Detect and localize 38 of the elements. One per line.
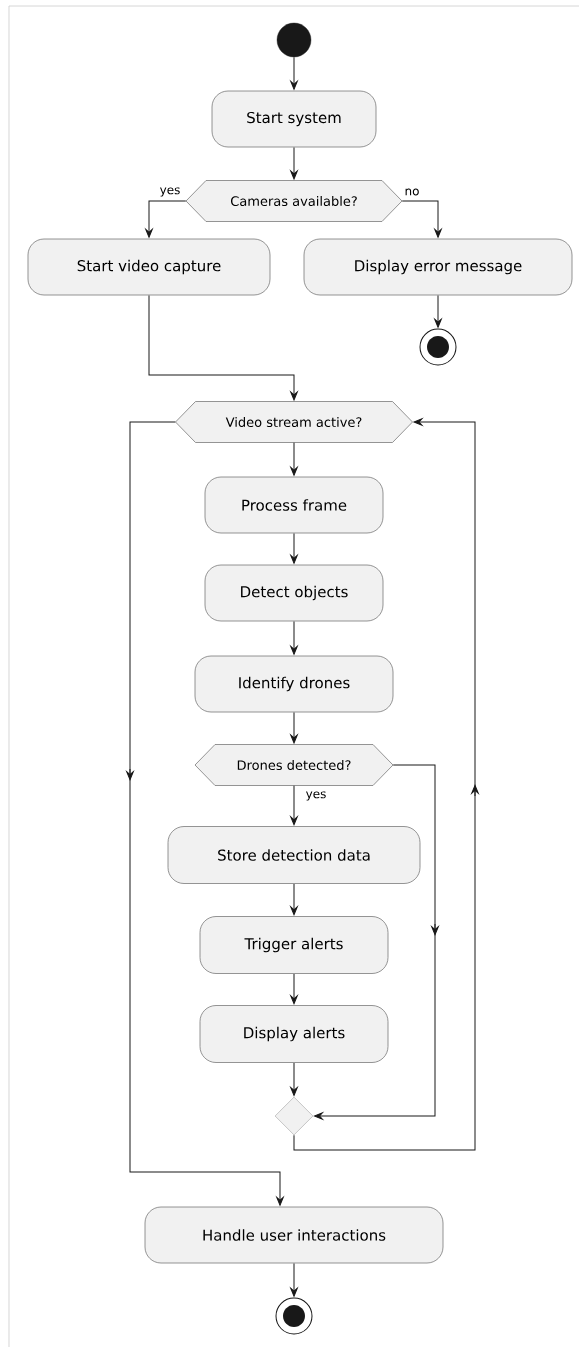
arrow	[401, 200, 442, 238]
arrow	[290, 620, 298, 655]
arrow	[290, 973, 298, 1005]
merge-diamond	[274, 1096, 314, 1136]
decision-hexagon: Video stream active?	[175, 401, 413, 443]
action-box: Trigger alerts	[199, 916, 389, 974]
edge-label: yes	[158, 186, 182, 198]
arrow	[290, 711, 298, 744]
arrow	[293, 418, 479, 1151]
arrow	[314, 764, 439, 1120]
action-box: Process frame	[204, 476, 384, 534]
arrow	[126, 421, 284, 1206]
action-box: Display alerts	[199, 1005, 389, 1063]
arrow	[290, 146, 298, 180]
arrow	[290, 56, 298, 90]
decision-hexagon: Drones detected?	[194, 744, 394, 786]
action-box: Start video capture	[27, 238, 271, 296]
action-box: Identify drones	[194, 655, 394, 713]
start-node	[276, 22, 312, 58]
action-box: Display error message	[303, 238, 573, 296]
arrow	[290, 442, 298, 476]
arrow	[145, 200, 187, 238]
end-node	[275, 1297, 313, 1335]
end-node	[419, 328, 457, 366]
arrow	[290, 883, 298, 916]
arrow	[290, 785, 298, 826]
decision-hexagon: Cameras available?	[185, 180, 403, 222]
action-box: Detect objects	[204, 564, 384, 622]
action-box: Handle user interactions	[144, 1206, 444, 1264]
edge-label: no	[403, 187, 421, 197]
action-box: Start system	[211, 90, 377, 148]
edge-label: yes	[304, 790, 328, 802]
arrow	[148, 294, 298, 401]
arrow	[290, 1262, 298, 1297]
arrow	[434, 294, 442, 328]
arrow	[290, 532, 298, 564]
action-box: Store detection data	[167, 826, 421, 884]
arrow	[290, 1062, 298, 1096]
